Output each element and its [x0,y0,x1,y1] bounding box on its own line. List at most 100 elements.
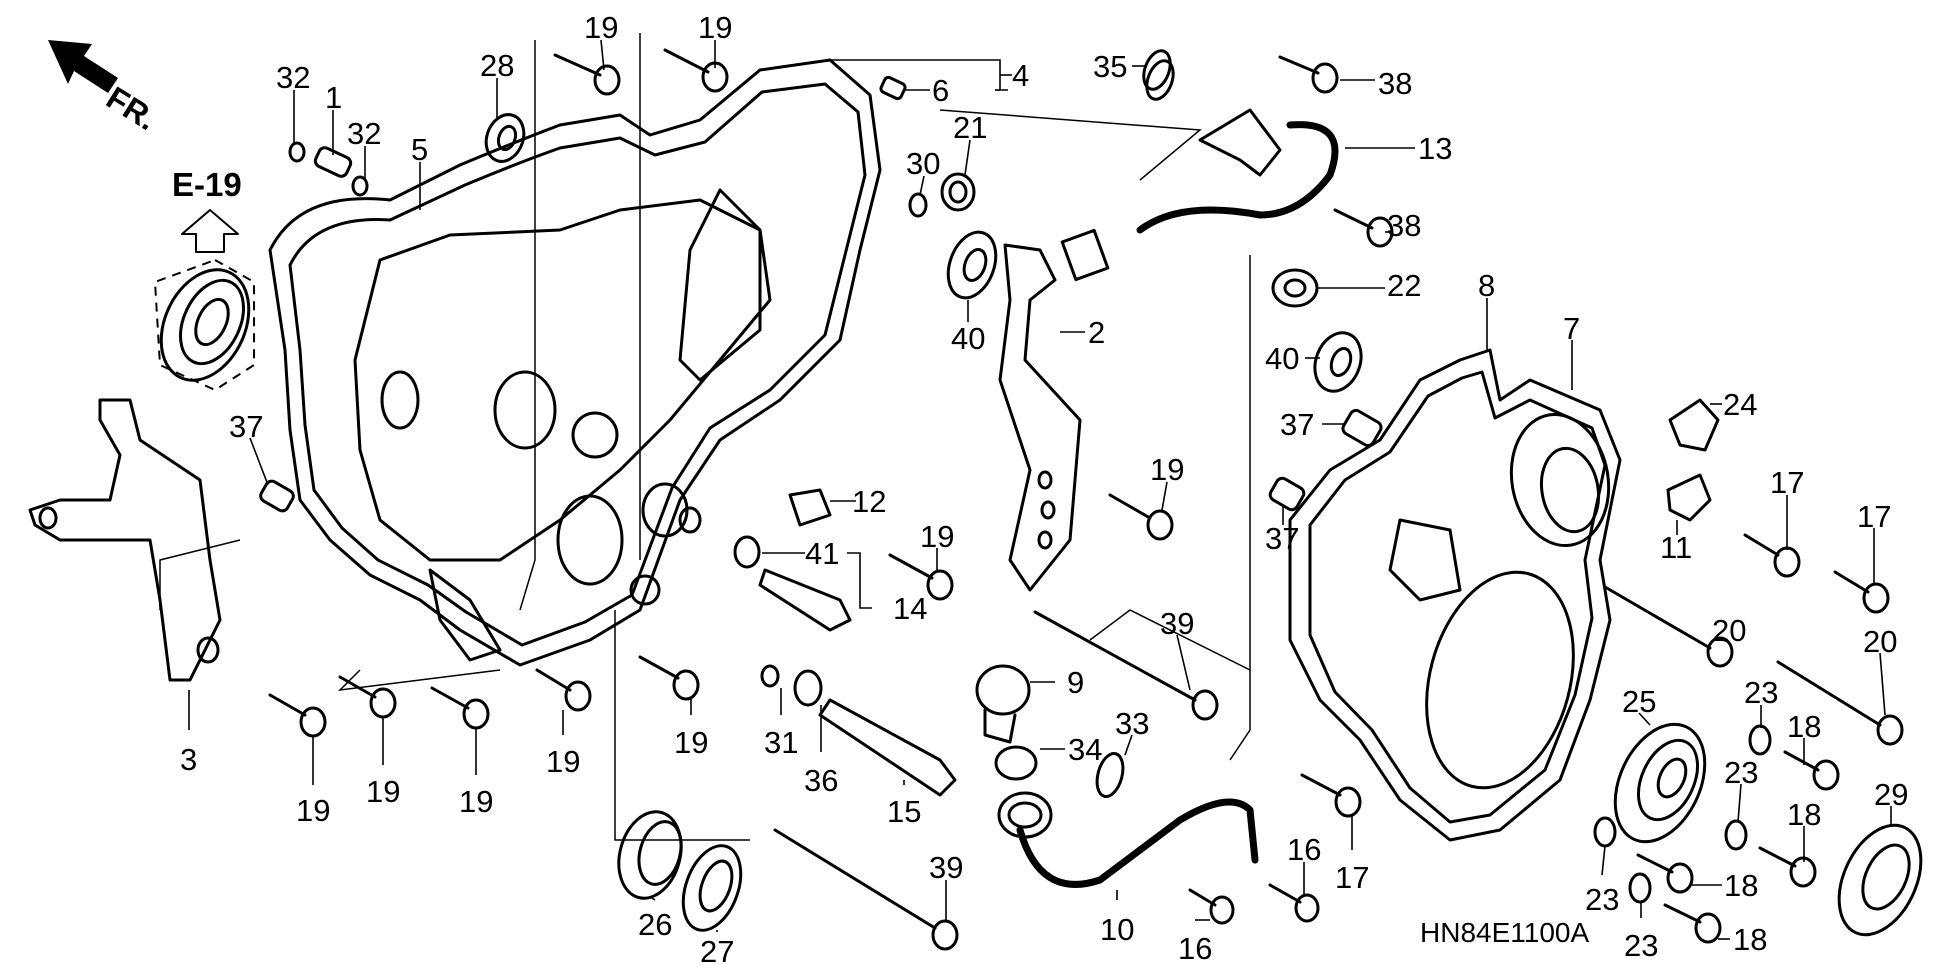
callout-18[interactable]: 18 [1724,868,1758,903]
callout-24[interactable]: 24 [1723,387,1757,422]
callout-20[interactable]: 20 [1712,613,1746,648]
callout-36[interactable]: 36 [804,763,838,798]
callout-41[interactable]: 41 [805,536,839,571]
callout-17[interactable]: 17 [1770,465,1804,500]
callout-23[interactable]: 23 [1744,675,1778,710]
callout-labels: 32 1 32 5 28 19 19 6 4 21 30 35 38 13 38… [180,10,1908,965]
bolts [268,48,1904,951]
bolt-18 [1636,853,1694,894]
callout-12[interactable]: 12 [852,484,886,519]
callout-26[interactable]: 26 [638,907,672,942]
bearing-part-28 [484,113,526,163]
o-ring-part-33 [1095,752,1125,798]
bearing-part-40-lower [1313,331,1363,393]
callout-18[interactable]: 18 [1787,797,1821,832]
callout-7[interactable]: 7 [1563,311,1580,346]
callout-22[interactable]: 22 [1387,268,1421,303]
callout-19[interactable]: 19 [366,774,400,809]
bolt-17 [1300,773,1362,818]
bolt-38 [1278,55,1339,94]
washer-part-23c [1593,816,1617,848]
washer-part-23b [1724,819,1748,851]
bracket-part-11 [1666,473,1712,522]
callout-6[interactable]: 6 [932,73,949,108]
callout-19[interactable]: 19 [920,519,954,554]
callout-10[interactable]: 10 [1100,912,1134,947]
bolt-19 [888,553,954,601]
bolt-18 [1783,750,1840,791]
cross-reference[interactable]: E-19 [144,166,266,394]
callout-32[interactable]: 32 [347,116,381,151]
callout-23[interactable]: 23 [1624,928,1658,963]
bolt-18 [1758,846,1817,888]
callout-13[interactable]: 13 [1418,131,1452,166]
callout-19[interactable]: 19 [459,784,493,819]
callout-5[interactable]: 5 [411,132,428,167]
callout-14[interactable]: 14 [893,591,927,626]
callout-19[interactable]: 19 [1150,452,1184,487]
callout-37[interactable]: 37 [1265,521,1299,556]
callout-17[interactable]: 17 [1857,499,1891,534]
plate-part-2 [998,243,1082,592]
callout-35[interactable]: 35 [1093,49,1127,84]
clip-part-22 [1271,268,1319,308]
cross-reference-label[interactable]: E-19 [172,166,242,203]
callout-32[interactable]: 32 [276,60,310,95]
sensor-harness-part-13 [1060,59,1339,282]
callout-19[interactable]: 19 [674,725,708,760]
callout-28[interactable]: 28 [480,48,514,83]
callout-16[interactable]: 16 [1178,931,1212,965]
callout-40[interactable]: 40 [951,321,985,356]
oil-pipe-part-10 [997,791,1259,888]
callout-31[interactable]: 31 [764,725,798,760]
callout-21[interactable]: 21 [953,110,987,145]
callout-9[interactable]: 9 [1067,665,1084,700]
bearing-part-40-upper [946,230,998,300]
oil-seal-part-29 [1837,823,1923,937]
callout-38[interactable]: 38 [1378,66,1412,101]
bolt-38 [1333,208,1394,248]
callout-23[interactable]: 23 [1585,882,1619,917]
callout-2[interactable]: 2 [1088,315,1105,350]
callout-39[interactable]: 39 [1160,606,1194,641]
callout-37[interactable]: 37 [1280,407,1314,442]
callout-19[interactable]: 19 [698,10,732,45]
bolt-19 [663,48,729,93]
callout-19[interactable]: 19 [584,10,618,45]
callout-23[interactable]: 23 [1724,755,1758,790]
callout-29[interactable]: 29 [1874,777,1908,812]
callout-37[interactable]: 37 [229,409,263,444]
callout-27[interactable]: 27 [700,934,734,965]
callout-39[interactable]: 39 [929,850,963,885]
callout-17[interactable]: 17 [1335,860,1369,895]
bolt-19 [535,668,592,712]
callout-34[interactable]: 34 [1068,732,1102,767]
callout-20[interactable]: 20 [1863,624,1897,659]
bolt-16 [1188,888,1235,925]
bolt-20 [1603,585,1734,668]
needle-bearing-part-26 [617,810,683,900]
plate-part-12 [788,488,832,527]
callout-25[interactable]: 25 [1622,684,1656,719]
oil-seal-part-27 [681,844,743,932]
callout-4[interactable]: 4 [1012,58,1029,93]
callout-18[interactable]: 18 [1733,922,1767,957]
callout-19[interactable]: 19 [296,793,330,828]
callout-1[interactable]: 1 [325,80,342,115]
bolt-17 [1743,533,1801,578]
collar-part-37c [259,479,295,513]
callout-16[interactable]: 16 [1287,832,1321,867]
callout-8[interactable]: 8 [1478,268,1495,303]
callout-40[interactable]: 40 [1265,341,1299,376]
washer-part-31 [760,664,780,688]
callout-38[interactable]: 38 [1387,208,1421,243]
callout-3[interactable]: 3 [180,742,197,777]
callout-15[interactable]: 15 [887,794,921,829]
callout-11[interactable]: 11 [1660,530,1692,565]
callout-18[interactable]: 18 [1787,709,1821,744]
left-crankcase-half [268,58,882,667]
callout-30[interactable]: 30 [906,146,940,181]
callout-33[interactable]: 33 [1115,706,1149,741]
callout-19[interactable]: 19 [546,744,580,779]
clamp-part-24 [1668,398,1720,452]
